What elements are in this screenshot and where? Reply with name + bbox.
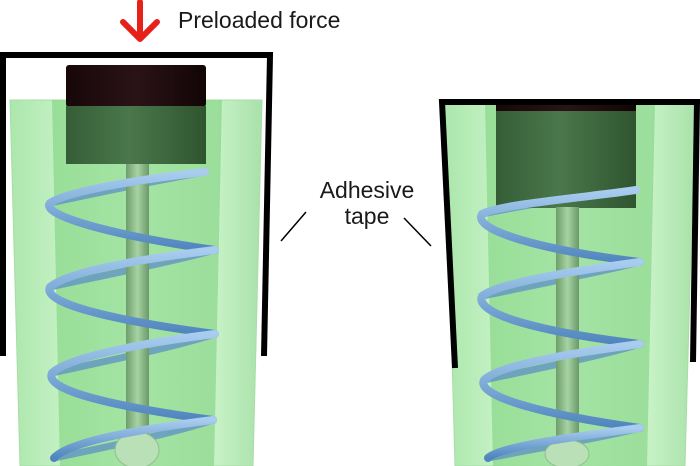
right-assembly — [442, 102, 697, 466]
down-arrow-icon — [123, 2, 157, 39]
adhesive-tape-label-line2: tape — [308, 203, 426, 229]
left-rod — [126, 164, 149, 444]
preloaded-force-label: Preloaded force — [178, 7, 340, 33]
left-piston-cap — [66, 65, 206, 107]
adhesive-tape-label-line1: Adhesive — [308, 177, 426, 203]
left-assembly — [3, 55, 270, 466]
left-piston-body — [66, 106, 206, 164]
adhesive-tape-label: Adhesive tape — [308, 177, 426, 229]
tape-leader-left — [281, 212, 306, 241]
right-piston-cap — [496, 104, 636, 112]
